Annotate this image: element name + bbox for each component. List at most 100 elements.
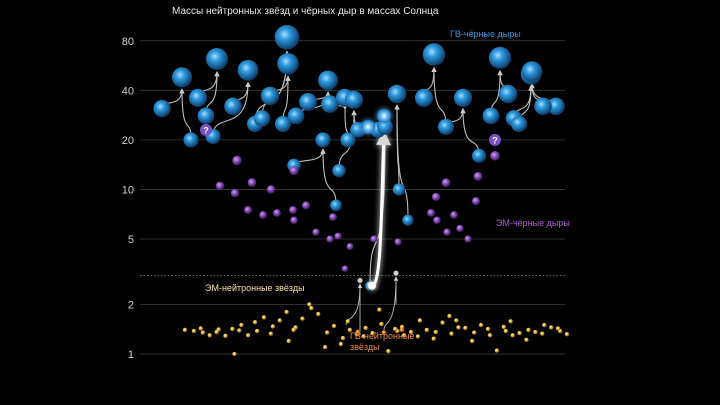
em-neutron-star-point bbox=[261, 315, 267, 320]
highlight-source bbox=[368, 281, 376, 290]
gw-black-hole-point bbox=[321, 95, 339, 113]
gw-black-hole-point bbox=[438, 118, 454, 135]
em-black-hole-point bbox=[443, 228, 451, 236]
gw-black-hole-point bbox=[510, 115, 528, 132]
em-neutron-star-point bbox=[472, 330, 477, 335]
gw-black-hole-point bbox=[287, 107, 305, 125]
em-neutron-star-point bbox=[270, 324, 276, 329]
em-black-hole-point bbox=[266, 185, 276, 194]
em-neutron-star-point bbox=[424, 327, 430, 333]
em-neutron-star-point bbox=[191, 328, 197, 334]
y-tick-label: 1 bbox=[128, 349, 134, 361]
em-neutron-star-point bbox=[433, 329, 438, 335]
em-neutron-star-point bbox=[347, 327, 353, 333]
em-black-hole-point bbox=[290, 216, 298, 225]
ns-merger-arrow bbox=[383, 277, 397, 331]
merger-arrow bbox=[462, 108, 480, 156]
em-neutron-star-point bbox=[182, 327, 188, 333]
em-black-hole-unknown bbox=[200, 123, 212, 136]
gw-black-hole-point bbox=[414, 88, 434, 107]
gw-black-hole-remnant bbox=[422, 43, 446, 66]
question-mark-icon: ? bbox=[203, 125, 209, 135]
merger-arrow bbox=[396, 105, 409, 221]
gw-black-hole-remnant bbox=[521, 61, 543, 82]
gw-black-hole-remnant bbox=[387, 84, 407, 104]
em-neutron-star-point bbox=[555, 326, 561, 331]
em-neutron-star-point bbox=[548, 325, 554, 330]
legend-gw-black-holes: ГВ-чёрные дыры bbox=[450, 29, 521, 39]
ns-remnant bbox=[393, 270, 399, 276]
em-neutron-star-point bbox=[401, 333, 407, 338]
em-neutron-star-point bbox=[408, 329, 414, 335]
em-neutron-star-point bbox=[325, 330, 330, 335]
em-neutron-star-point bbox=[361, 334, 366, 339]
em-neutron-star-point bbox=[345, 319, 351, 324]
gw-black-hole-point bbox=[153, 99, 171, 118]
em-black-hole-point bbox=[471, 197, 481, 206]
em-neutron-star-point bbox=[508, 319, 513, 324]
em-black-hole-point bbox=[456, 224, 464, 233]
gw-black-hole-point bbox=[260, 86, 280, 106]
em-neutron-star-point bbox=[440, 320, 445, 325]
em-neutron-star-point bbox=[524, 337, 529, 343]
y-tick-label: 20 bbox=[122, 135, 134, 147]
question-mark-icon: ? bbox=[492, 135, 498, 145]
em-neutron-star-point bbox=[377, 307, 382, 312]
em-neutron-star-point bbox=[456, 325, 461, 330]
em-neutron-star-point bbox=[223, 333, 228, 339]
em-black-hole-point bbox=[244, 206, 252, 214]
em-neutron-star-point bbox=[370, 330, 375, 336]
em-neutron-star-point bbox=[230, 326, 235, 332]
em-black-hole-point bbox=[259, 211, 267, 219]
em-black-hole-point bbox=[289, 206, 297, 214]
em-neutron-star-point bbox=[252, 320, 258, 325]
em-neutron-star-point bbox=[237, 328, 242, 333]
merger-arrow bbox=[433, 67, 447, 127]
gw-black-hole-remnant bbox=[453, 88, 473, 107]
em-black-hole-point bbox=[232, 155, 242, 166]
em-neutron-star-point bbox=[454, 318, 459, 323]
em-neutron-star-point bbox=[239, 322, 244, 328]
em-neutron-star-point bbox=[386, 349, 391, 354]
em-black-hole-point bbox=[230, 188, 240, 198]
em-neutron-star-point bbox=[338, 341, 344, 347]
em-neutron-star-point bbox=[393, 326, 398, 332]
em-black-hole-point bbox=[346, 243, 354, 250]
em-black-hole-point bbox=[326, 235, 334, 243]
em-neutron-star-point bbox=[463, 325, 468, 331]
gw-black-hole-remnant bbox=[318, 70, 338, 91]
gw-black-hole-point bbox=[547, 97, 565, 115]
gw-black-hole-remnant bbox=[345, 90, 363, 109]
em-neutron-star-point bbox=[340, 335, 346, 341]
em-black-hole-point bbox=[302, 201, 310, 210]
gw-black-hole-point bbox=[253, 110, 271, 127]
gw-black-hole-remnant bbox=[274, 25, 300, 50]
em-neutron-star-point bbox=[300, 316, 305, 321]
gw-black-hole-point bbox=[340, 132, 356, 148]
em-black-hole-point bbox=[394, 238, 402, 246]
y-tick-label: 5 bbox=[128, 234, 134, 246]
em-neutron-star-point bbox=[277, 318, 283, 323]
gw-black-hole-point bbox=[332, 164, 346, 178]
legend-gw-neutron-stars: ГВ-нейтронные звёзды bbox=[350, 331, 417, 352]
gw-black-hole-remnant bbox=[488, 46, 512, 69]
em-neutron-star-point bbox=[542, 322, 547, 328]
em-black-hole-point bbox=[312, 228, 320, 236]
em-neutron-star-point bbox=[469, 338, 475, 344]
gw-black-hole-highlight bbox=[377, 108, 391, 123]
em-neutron-star-point bbox=[533, 329, 538, 335]
em-black-hole-point bbox=[490, 151, 500, 161]
em-neutron-star-point bbox=[316, 311, 321, 317]
gw-neutron-star-point bbox=[381, 330, 387, 335]
highlight-arrow bbox=[371, 130, 391, 288]
em-black-hole-point bbox=[273, 209, 281, 217]
gw-black-hole-point bbox=[471, 148, 487, 163]
em-black-hole-point bbox=[441, 178, 451, 187]
gw-black-hole-remnant bbox=[277, 53, 299, 75]
em-black-hole-point bbox=[289, 166, 299, 176]
em-neutron-star-point bbox=[487, 333, 493, 338]
em-neutron-star-point bbox=[214, 329, 219, 335]
em-neutron-star-point bbox=[449, 331, 454, 336]
em-neutron-star-point bbox=[417, 318, 423, 323]
